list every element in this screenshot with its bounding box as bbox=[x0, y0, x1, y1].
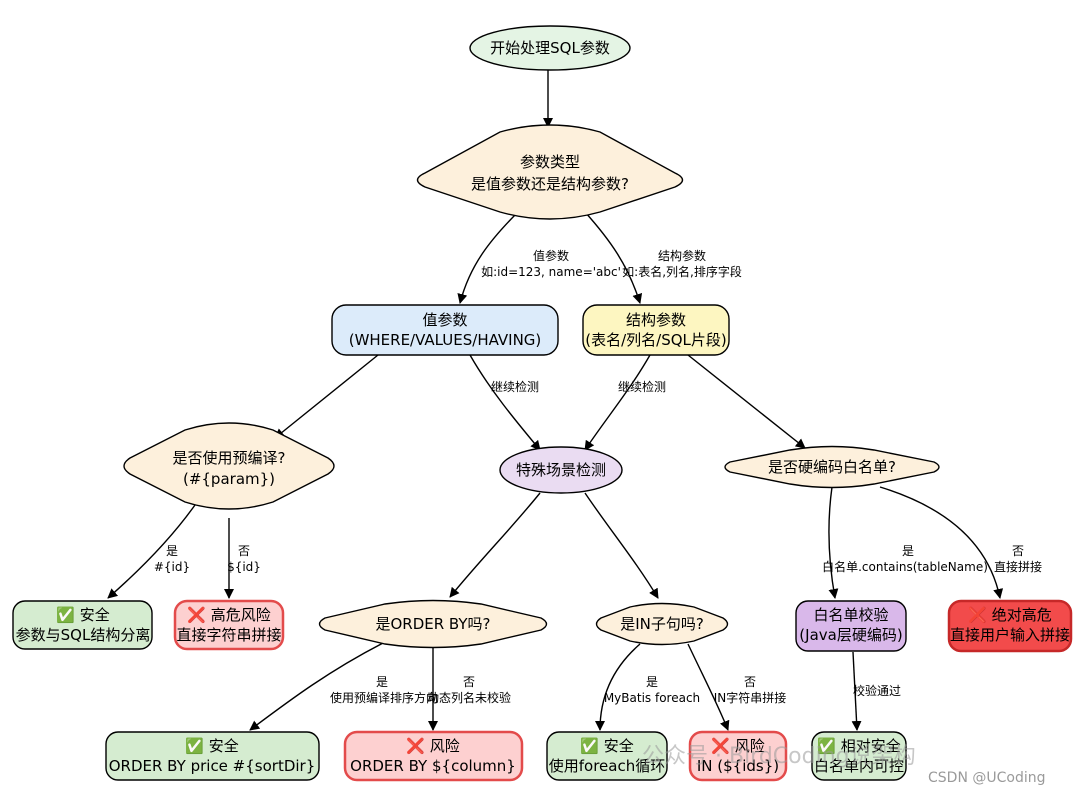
svg-text:(WHERE/VALUES/HAVING): (WHERE/VALUES/HAVING) bbox=[349, 331, 542, 349]
risk-orderby-node: ❌ 风险 ORDER BY ${column} bbox=[343, 730, 524, 782]
svg-text:继续检测: 继续检测 bbox=[491, 379, 539, 394]
svg-text:白名单.contains(tableName): 白名单.contains(tableName) bbox=[822, 559, 988, 574]
whitelist-decision: 是否硬编码白名单? bbox=[724, 445, 940, 489]
relatively-safe-node: ✅ 相对安全 白名单内可控 bbox=[811, 731, 907, 781]
edge-in-to-safe bbox=[595, 643, 641, 731]
value-param-node: 值参数 (WHERE/VALUES/HAVING) bbox=[331, 304, 559, 356]
svg-text:值参数: 值参数 bbox=[533, 248, 569, 263]
svg-text:是ORDER BY吗?: 是ORDER BY吗? bbox=[375, 615, 490, 633]
in-clause-decision: 是IN子句吗? bbox=[595, 602, 729, 646]
edge-precompile-to-safe1 bbox=[107, 504, 196, 599]
svg-text:使用foreach循环: 使用foreach循环 bbox=[549, 757, 665, 775]
svg-text:✅ 安全: ✅ 安全 bbox=[56, 606, 109, 624]
svg-text:否: 否 bbox=[1012, 544, 1024, 558]
svg-text:❌ 风险: ❌ 风险 bbox=[711, 737, 764, 755]
svg-text:白名单内可控: 白名单内可控 bbox=[814, 757, 904, 775]
edge-special-to-orderby bbox=[449, 492, 541, 598]
svg-text:直接拼接: 直接拼接 bbox=[994, 559, 1042, 574]
edge-type-to-value bbox=[457, 211, 519, 304]
svg-text:是: 是 bbox=[902, 544, 914, 558]
svg-text:✅ 相对安全: ✅ 相对安全 bbox=[817, 737, 900, 755]
svg-text:❌ 高危风险: ❌ 高危风险 bbox=[187, 606, 270, 624]
svg-text:(#{param}): (#{param}) bbox=[183, 470, 275, 488]
edge-special-to-in bbox=[584, 492, 659, 599]
svg-text:(Java层硬编码): (Java层硬编码) bbox=[799, 626, 902, 644]
svg-text:校验通过: 校验通过 bbox=[853, 683, 901, 698]
svg-text:如:表名,列名,排序字段: 如:表名,列名,排序字段 bbox=[622, 264, 742, 279]
svg-text:动态列名未校验: 动态列名未校验 bbox=[427, 690, 511, 705]
edge-check-to-relsafe bbox=[851, 651, 862, 731]
wechat-watermark: 公众号 · BirdCoding说架构 bbox=[642, 744, 916, 769]
svg-text:是IN子句吗?: 是IN子句吗? bbox=[620, 615, 704, 633]
precompile-decision: 是否使用预编译? (#{param}) bbox=[123, 422, 335, 510]
svg-text:${id}: ${id} bbox=[227, 560, 261, 574]
svg-text:是值参数还是结构参数?: 是值参数还是结构参数? bbox=[471, 175, 629, 193]
edge-labels: 值参数 如:id=123, name='abc' 结构参数 如:表名,列名,排序… bbox=[154, 248, 1042, 705]
svg-text:#{id}: #{id} bbox=[154, 560, 190, 574]
csdn-watermark: CSDN @UCoding bbox=[928, 770, 1046, 786]
svg-text:是否硬编码白名单?: 是否硬编码白名单? bbox=[768, 458, 896, 476]
svg-text:直接字符串拼接: 直接字符串拼接 bbox=[176, 626, 281, 644]
svg-text:特殊场景检测: 特殊场景检测 bbox=[516, 461, 606, 479]
svg-text:结构参数: 结构参数 bbox=[626, 311, 686, 329]
special-detect-node: 特殊场景检测 bbox=[499, 446, 623, 494]
safe-in-node: ✅ 安全 使用foreach循环 bbox=[546, 731, 668, 781]
svg-text:(表名/列名/SQL片段): (表名/列名/SQL片段) bbox=[585, 331, 727, 349]
svg-text:参数类型: 参数类型 bbox=[520, 153, 580, 171]
edge-whitelist-to-danger bbox=[879, 486, 1004, 599]
edge-in-to-risk bbox=[687, 643, 730, 731]
svg-text:IN (${ids}): IN (${ids}) bbox=[697, 757, 779, 775]
safe-param-separation-node: ✅ 安全 参数与SQL结构分离 bbox=[12, 600, 153, 650]
svg-text:否: 否 bbox=[744, 675, 756, 689]
absolute-danger-node: ❌ 绝对高危 直接用户输入拼接 bbox=[947, 599, 1073, 653]
svg-text:继续检测: 继续检测 bbox=[618, 379, 666, 394]
start-node: 开始处理SQL参数 bbox=[469, 25, 631, 71]
safe-orderby-node: ✅ 安全 ORDER BY price #{sortDir} bbox=[105, 731, 320, 781]
svg-text:直接用户输入拼接: 直接用户输入拼接 bbox=[950, 626, 1070, 644]
svg-text:如:id=123, name='abc': 如:id=123, name='abc' bbox=[481, 264, 621, 279]
edge-value-to-precompile bbox=[274, 354, 379, 439]
svg-text:是: 是 bbox=[166, 544, 178, 558]
edge-struct-to-special bbox=[584, 354, 651, 451]
svg-text:是: 是 bbox=[376, 675, 388, 689]
edge-orderby-to-safe bbox=[249, 641, 386, 731]
orderby-decision: 是ORDER BY吗? bbox=[318, 599, 548, 649]
svg-text:✅ 安全: ✅ 安全 bbox=[580, 737, 633, 755]
param-type-decision: 参数类型 是值参数还是结构参数? bbox=[416, 124, 684, 220]
svg-text:白名单校验: 白名单校验 bbox=[813, 606, 888, 624]
high-risk-concat-node: ❌ 高危风险 直接字符串拼接 bbox=[173, 599, 285, 651]
svg-text:❌ 风险: ❌ 风险 bbox=[406, 737, 459, 755]
svg-text:结构参数: 结构参数 bbox=[658, 248, 706, 263]
svg-text:值参数: 值参数 bbox=[422, 311, 467, 329]
svg-text:❌ 绝对高危: ❌ 绝对高危 bbox=[968, 606, 1051, 624]
whitelist-check-node: 白名单校验 (Java层硬编码) bbox=[795, 600, 907, 652]
edge-whitelist-to-check bbox=[828, 486, 839, 599]
svg-text:MyBatis foreach: MyBatis foreach bbox=[604, 691, 700, 705]
svg-text:开始处理SQL参数: 开始处理SQL参数 bbox=[490, 39, 610, 57]
struct-param-node: 结构参数 (表名/列名/SQL片段) bbox=[582, 304, 730, 356]
svg-text:否: 否 bbox=[238, 544, 250, 558]
svg-text:ORDER BY ${column}: ORDER BY ${column} bbox=[350, 757, 516, 775]
svg-text:使用预编译排序方向: 使用预编译排序方向 bbox=[330, 690, 438, 705]
svg-text:否: 否 bbox=[463, 675, 475, 689]
edge-struct-to-whitelist bbox=[687, 354, 806, 449]
edge-value-to-special bbox=[469, 354, 541, 451]
svg-text:IN字符串拼接: IN字符串拼接 bbox=[714, 690, 787, 705]
svg-text:ORDER BY price #{sortDir}: ORDER BY price #{sortDir} bbox=[109, 757, 316, 775]
svg-text:✅ 安全: ✅ 安全 bbox=[185, 737, 238, 755]
svg-text:是否使用预编译?: 是否使用预编译? bbox=[173, 449, 286, 467]
edge-type-to-struct bbox=[584, 211, 643, 304]
svg-text:参数与SQL结构分离: 参数与SQL结构分离 bbox=[16, 626, 151, 644]
svg-text:是: 是 bbox=[646, 675, 658, 689]
risk-in-node: ❌ 风险 IN (${ids}) bbox=[688, 730, 788, 782]
